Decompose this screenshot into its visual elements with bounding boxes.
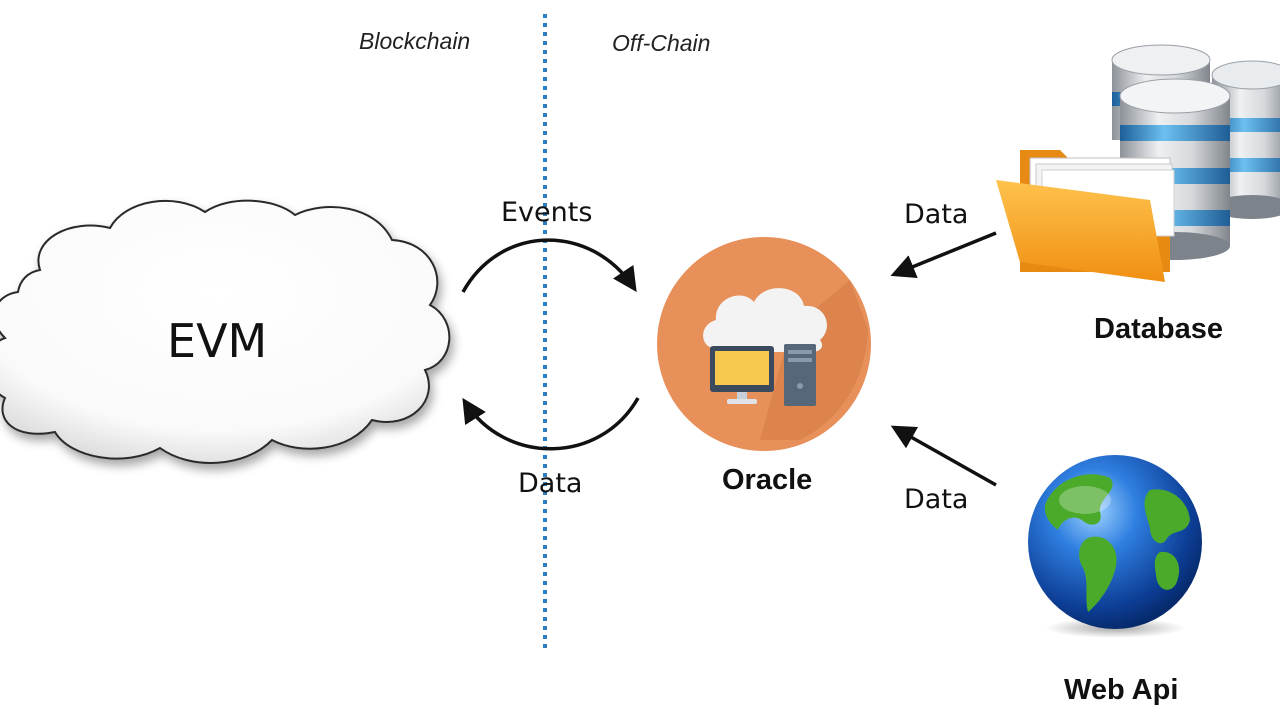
database-label: Database <box>1094 313 1223 345</box>
database-to-oracle-arrow <box>890 231 997 278</box>
data-return-edge-label: Data <box>518 468 583 499</box>
oracle-icon <box>657 237 871 451</box>
web-api-label: Web Api <box>1064 674 1179 706</box>
oracle-label: Oracle <box>722 464 813 496</box>
computer-tower-icon <box>784 344 816 406</box>
computer-monitor-icon <box>710 346 774 404</box>
database-data-edge-label: Data <box>904 199 969 230</box>
events-edge-label: Events <box>501 197 593 228</box>
globe-icon <box>1028 455 1202 638</box>
oracle-cloud-icon <box>703 288 827 352</box>
webapi-data-edge-label: Data <box>904 484 969 515</box>
evm-label: EVM <box>167 314 268 368</box>
evm-cloud <box>0 199 451 464</box>
webapi-to-oracle-arrow <box>890 425 997 487</box>
database-icon <box>996 44 1280 282</box>
offchain-region-label: Off-Chain <box>612 30 711 56</box>
folder-icon <box>996 150 1175 282</box>
data-return-arrow <box>462 397 640 451</box>
blockchain-region-label: Blockchain <box>359 28 471 54</box>
events-arrow <box>461 238 637 293</box>
